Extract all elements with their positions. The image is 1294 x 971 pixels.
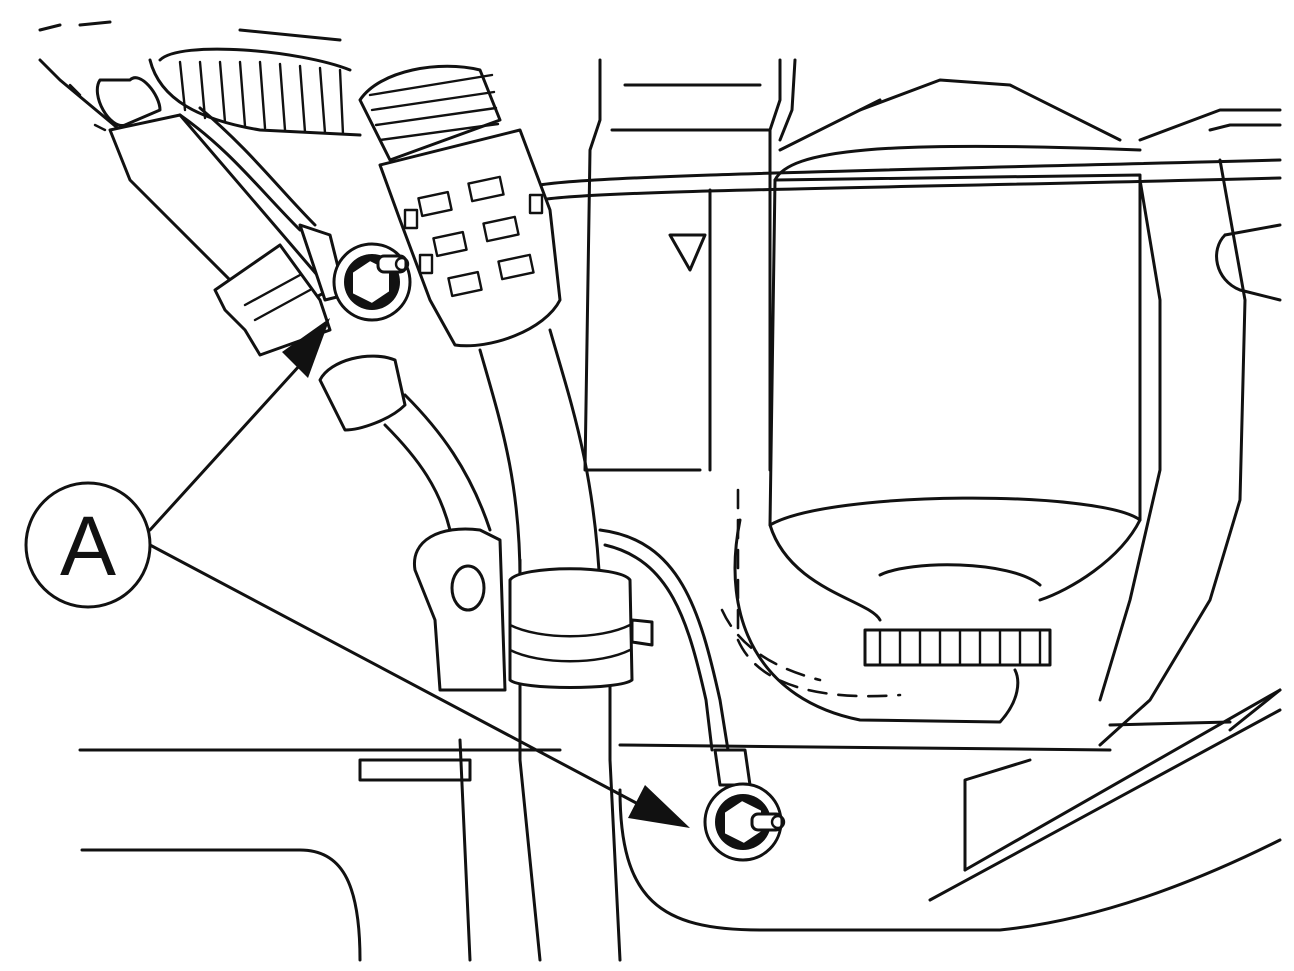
upper-bolt <box>332 242 412 322</box>
callout-leaders <box>148 363 642 807</box>
lower-bolt <box>703 782 786 862</box>
arrow-upper-bolt <box>282 318 330 378</box>
callout-a: A <box>24 481 152 609</box>
reservoir-tank <box>538 144 1282 724</box>
callout-a-label: A <box>60 499 116 593</box>
corrugated-hose <box>38 20 362 137</box>
left-tube <box>38 58 492 532</box>
cross-member <box>78 688 1282 962</box>
main-pipe <box>358 64 654 689</box>
sleeve-slots <box>403 175 544 298</box>
arrow-lower-bolt <box>628 785 690 828</box>
cap-ridges <box>878 628 1042 667</box>
body-panel <box>583 58 1282 747</box>
